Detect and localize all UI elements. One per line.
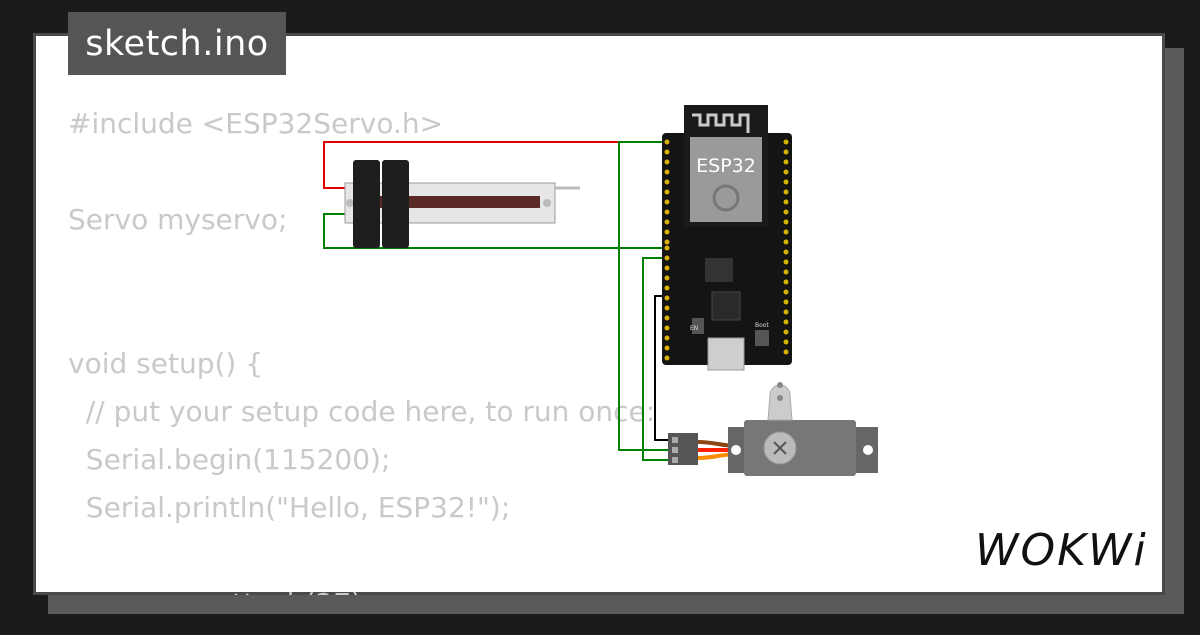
code-line: void setup() { [68, 347, 264, 380]
mount-hole-right [863, 445, 873, 455]
pot-screw-right [543, 199, 551, 207]
servo-motor[interactable] [668, 382, 878, 476]
horn-hole [777, 395, 783, 401]
espressif-logo-icon [712, 184, 740, 212]
usb-connector [707, 337, 745, 371]
pin-headers [664, 139, 789, 361]
boot-button[interactable] [755, 330, 769, 346]
servo-body [744, 420, 856, 476]
connector-pin [672, 447, 678, 453]
code-line: Serial.begin(115200); [68, 443, 391, 476]
esp32-board[interactable]: ESP32 EN Boot [662, 105, 792, 371]
code-line: Serial.println("Hello, ESP32!"); [68, 491, 511, 524]
rf-shield [690, 137, 762, 222]
wire-black-ground[interactable] [654, 295, 668, 441]
en-button[interactable] [692, 318, 704, 334]
wire-green-pot[interactable] [323, 213, 667, 249]
slide-potentiometer[interactable] [344, 160, 580, 248]
filename-tab[interactable]: sketch.ino [68, 12, 286, 75]
wire-red[interactable] [323, 141, 667, 189]
antenna-trace [692, 113, 750, 133]
shaft-screw-icon [773, 441, 787, 455]
en-label: EN [690, 325, 698, 332]
code-line: #include <ESP32Servo.h> [68, 107, 444, 140]
shadow-mask [48, 595, 1184, 614]
code-editor: #include <ESP32Servo.h> Servo myservo; voi… [68, 100, 655, 628]
code-line: Servo myservo; [68, 203, 288, 236]
wokwi-logo[interactable]: WOKWi [975, 525, 1148, 576]
wire-green-servo-signal[interactable] [642, 257, 668, 461]
wires [323, 141, 668, 461]
preview-card [33, 33, 1165, 595]
board-label: ESP32 [696, 155, 756, 177]
regulator-chip [705, 258, 733, 282]
mount-hole-left [731, 445, 741, 455]
usb-uart-chip [711, 291, 741, 321]
code-line: // put your setup code here, to run once… [68, 395, 656, 428]
boot-label: Boot [755, 322, 769, 329]
servo-horn[interactable] [767, 384, 793, 421]
connector-pin [672, 437, 678, 443]
pot-knob-right[interactable] [382, 160, 409, 248]
horn-hole [777, 382, 783, 388]
pot-knob-left[interactable] [353, 160, 380, 248]
connector-pin [672, 457, 678, 463]
pot-screw-left [346, 199, 354, 207]
